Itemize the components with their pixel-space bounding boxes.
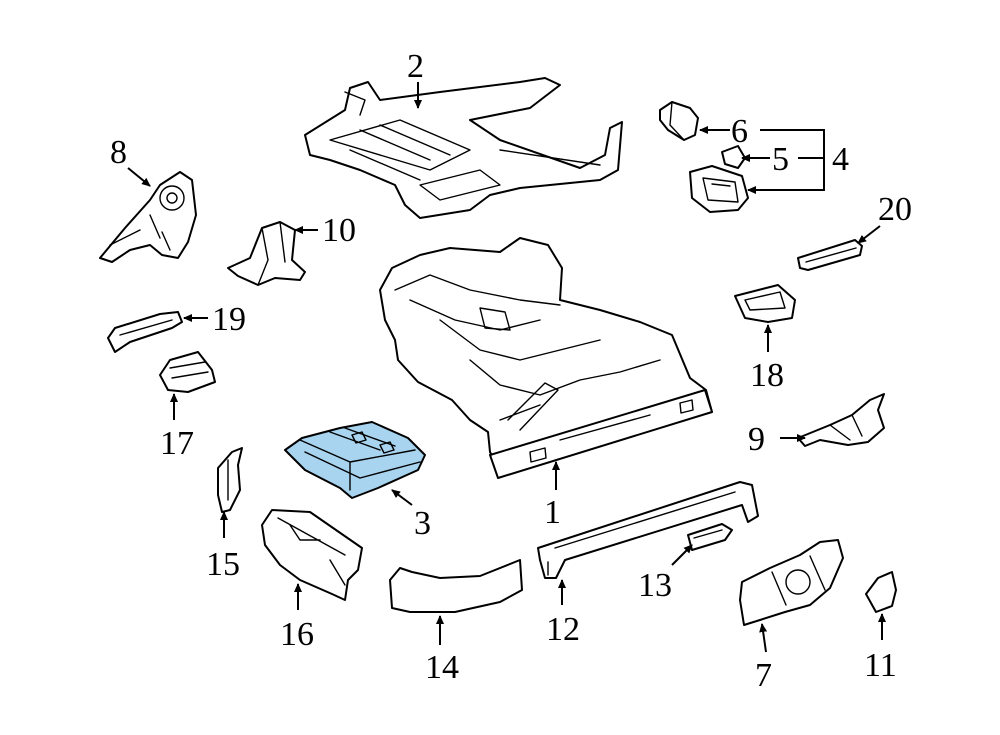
callout-20: 20 [878, 191, 912, 228]
part-4-switch-housing [689, 165, 749, 213]
callout-3: 3 [414, 505, 431, 542]
part-6-knob [659, 101, 699, 141]
part-15-trim [217, 447, 243, 513]
callout-16: 16 [280, 616, 314, 653]
part-5-clip [721, 145, 746, 169]
part-14-trim-panel [389, 559, 523, 613]
part-11-cap [865, 571, 897, 613]
part-7-recliner-cover [739, 539, 844, 626]
callout-1: 1 [544, 494, 561, 531]
part-12-rail [537, 481, 759, 579]
part-17-pad [159, 351, 216, 393]
part-10-bracket [227, 221, 306, 286]
callout-7: 7 [755, 657, 772, 694]
part-3-highlighted-pan [284, 421, 426, 499]
callout-5: 5 [772, 141, 789, 178]
part-19-handle [107, 311, 183, 353]
part-2-seat-track-frame [304, 77, 623, 219]
callout-14: 14 [425, 649, 459, 686]
part-18-cover [734, 284, 796, 323]
callout-6: 6 [731, 113, 748, 150]
callout-13: 13 [638, 567, 672, 604]
callout-17: 17 [160, 425, 194, 462]
part-9-bracket [797, 393, 885, 447]
callout-2: 2 [407, 48, 424, 85]
callout-18: 18 [750, 357, 784, 394]
callout-10: 10 [322, 212, 356, 249]
part-16-cover [261, 509, 363, 601]
callout-15: 15 [206, 546, 240, 583]
part-13-insert [687, 523, 733, 551]
part-20-bar [797, 239, 863, 271]
callout-9: 9 [748, 421, 765, 458]
callout-labels: 2 6 5 4 8 10 20 19 18 17 9 1 3 15 13 16 … [110, 48, 912, 694]
leader-lines [127, 82, 886, 653]
callout-11: 11 [864, 647, 897, 684]
callout-8: 8 [110, 134, 127, 171]
part-3-fill [284, 421, 426, 499]
callout-12: 12 [546, 611, 580, 648]
callout-19: 19 [212, 301, 246, 338]
part-8-side-cover [99, 171, 197, 263]
callout-4: 4 [832, 141, 849, 178]
part-1-seat-frame [379, 237, 713, 479]
